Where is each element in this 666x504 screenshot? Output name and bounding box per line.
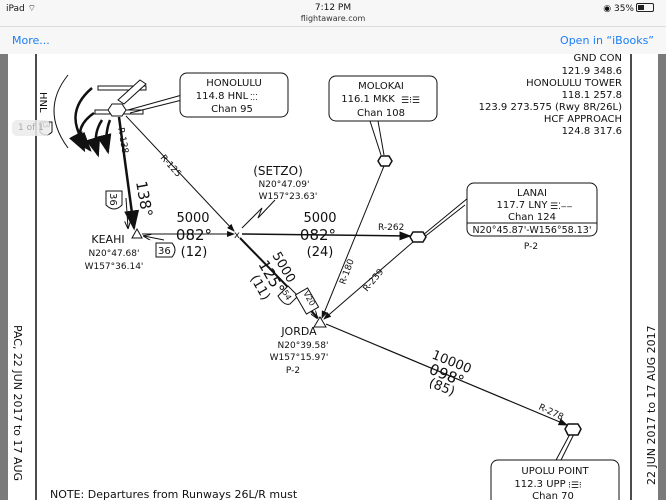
clock: 7:12 PM bbox=[314, 3, 352, 13]
vor-freq: 114.8 HNL bbox=[196, 91, 249, 102]
battery-icon bbox=[636, 3, 654, 12]
vor-freq: 112.3 UPP bbox=[514, 479, 565, 490]
fix-lon: W157°23.63' bbox=[259, 192, 318, 202]
fix-lon: W157°15.97' bbox=[270, 353, 329, 363]
vor-chan: Chan 124 bbox=[508, 212, 556, 223]
route-setzo-lanai bbox=[241, 231, 412, 241]
hnl-vor-icon bbox=[107, 103, 127, 117]
leg-altitude: 5000 bbox=[176, 211, 209, 226]
page-indicator: 1 of 1 bbox=[12, 120, 50, 136]
fix-lat: N20°47.68' bbox=[89, 249, 140, 259]
honolulu-vor-box: HONOLULU 114.8 HNL ⁚⁚⁚ Chan 95 bbox=[127, 72, 289, 118]
vor-icon bbox=[409, 231, 427, 243]
vor-page: P-2 bbox=[524, 242, 538, 252]
vor-icon bbox=[564, 423, 582, 436]
vor-coords: N20°45.87'-W156°58.13' bbox=[473, 225, 592, 236]
right-margin-date: 22 JUN 2017 to 17 AUG 2017 bbox=[645, 325, 658, 485]
freq-line: HCF APPROACH bbox=[544, 114, 622, 125]
fix-lat: N20°39.58' bbox=[278, 341, 329, 351]
pdf-page: GND CON 121.9 348.6 HONOLULU TOWER 118.1… bbox=[8, 53, 658, 504]
status-bar: iPad ⌔ 7:12 PM flightaware.com ◉ 35% bbox=[0, 0, 666, 26]
frequency-list: GND CON 121.9 348.6 HONOLULU TOWER 118.1… bbox=[479, 53, 622, 137]
vor-chan: Chan 70 bbox=[532, 491, 574, 500]
leg-course: 082° bbox=[176, 226, 212, 244]
shield-36: 36 bbox=[107, 193, 118, 206]
molokai-vor-box: MOLOKAI 116.1 MKK ☰⁝☰ Chan 108 bbox=[328, 75, 438, 167]
radial-label: R-262 bbox=[378, 223, 404, 233]
triangle-icon bbox=[131, 227, 143, 239]
vor-freq: 117.7 LNY bbox=[497, 200, 549, 211]
battery-status: ◉ 35% bbox=[603, 3, 654, 14]
departure-chart: GND CON 121.9 348.6 HONOLULU TOWER 118.1… bbox=[11, 53, 658, 504]
route-jorda-upolu bbox=[325, 323, 569, 426]
freq-line: 123.9 273.575 (Rwy 8R/26L) bbox=[479, 102, 622, 113]
leg-course: 138° bbox=[132, 180, 156, 219]
open-in-ibooks-button[interactable]: Open in “iBooks” bbox=[560, 34, 654, 47]
pdf-viewer[interactable]: GND CON 121.9 348.6 HONOLULU TOWER 118.1… bbox=[0, 53, 666, 504]
x-icon: x bbox=[234, 230, 240, 241]
fix-lon: W157°36.14' bbox=[85, 262, 144, 272]
upolu-vor-box: UPOLU POINT 112.3 UPP ⁝☰⁝ Chan 70 bbox=[490, 423, 620, 504]
vor-name: MOLOKAI bbox=[358, 81, 404, 92]
leg-labels: 138° 5000 082° (12) 5000 082° (24) 5000 … bbox=[132, 180, 473, 400]
triangle-icon bbox=[313, 316, 327, 328]
fix-name: KEAHI bbox=[91, 233, 124, 246]
freq-line: GND CON bbox=[574, 54, 622, 64]
url-label: flightaware.com bbox=[300, 14, 366, 23]
freq-line: 118.1 257.8 bbox=[562, 90, 622, 101]
radial-label: R-125 bbox=[158, 153, 183, 179]
airport-runways bbox=[94, 79, 147, 117]
more-button[interactable]: More... bbox=[12, 34, 50, 47]
vor-name: LANAI bbox=[517, 188, 547, 199]
hnl-ident: HNL bbox=[37, 92, 48, 113]
fix-page: P-2 bbox=[286, 366, 300, 376]
vor-name: UPOLU POINT bbox=[521, 466, 589, 477]
route-r125 bbox=[125, 115, 235, 232]
freq-line: 121.9 348.6 bbox=[562, 66, 622, 77]
routes bbox=[117, 115, 569, 426]
leg-course: 082° bbox=[300, 226, 336, 244]
leg-distance: (12) bbox=[181, 245, 208, 260]
morse-icon: ⁝☰⁝ bbox=[568, 481, 582, 491]
vor-name: HONOLULU bbox=[206, 78, 262, 89]
radial-label: R-278 bbox=[537, 403, 565, 423]
morse-icon: ⁚⁚⁚ bbox=[250, 93, 258, 102]
vor-chan: Chan 95 bbox=[211, 104, 253, 115]
freq-line: HONOLULU TOWER bbox=[526, 78, 622, 89]
route-r239 bbox=[323, 241, 414, 320]
wifi-icon: ⌔ bbox=[27, 4, 37, 14]
morse-icon: ☰⁝☰ bbox=[401, 96, 420, 106]
left-margin-date: PAC, 22 JUN 2017 to 17 AUG bbox=[11, 325, 24, 481]
morse-icon: ☰⁚‒‒ bbox=[550, 202, 573, 212]
radial-label: R-138 bbox=[115, 127, 129, 155]
departure-note: NOTE: Departures from Runways 26L/R must bbox=[50, 488, 298, 500]
vor-icon bbox=[377, 155, 393, 167]
fix-keahi: KEAHI N20°47.68' W157°36.14' bbox=[85, 227, 144, 272]
fix-lat: N20°47.09' bbox=[259, 180, 310, 190]
shield-54: 54 bbox=[280, 289, 293, 302]
toolbar: More... Open in “iBooks” bbox=[0, 26, 666, 55]
lock-rotation-icon: ◉ bbox=[603, 4, 612, 14]
fix-name: JORDA bbox=[280, 325, 317, 338]
leg-altitude: 5000 bbox=[303, 211, 336, 226]
device-label: iPad ⌔ bbox=[6, 4, 37, 14]
leg-distance: (24) bbox=[307, 245, 334, 260]
route-r180 bbox=[321, 165, 385, 319]
lanai-vor-box: LANAI 117.7 LNY ☰⁚‒‒ Chan 124 N20°45.87'… bbox=[409, 182, 598, 252]
departure-arcs bbox=[53, 74, 112, 158]
freq-line: 124.8 317.6 bbox=[562, 126, 622, 137]
radial-label: R-239 bbox=[362, 267, 387, 294]
route-hnl-keahi bbox=[117, 116, 140, 231]
fix-name: (SETZO) bbox=[253, 164, 303, 178]
vor-chan: Chan 108 bbox=[357, 108, 405, 119]
vor-freq: 116.1 MKK bbox=[341, 94, 395, 105]
fix-jorda: JORDA N20°39.58' W157°15.97' P-2 bbox=[270, 316, 329, 376]
fix-setzo: x (SETZO) N20°47.09' W157°23.63' bbox=[234, 164, 317, 241]
shield-36: 36 bbox=[158, 246, 171, 257]
